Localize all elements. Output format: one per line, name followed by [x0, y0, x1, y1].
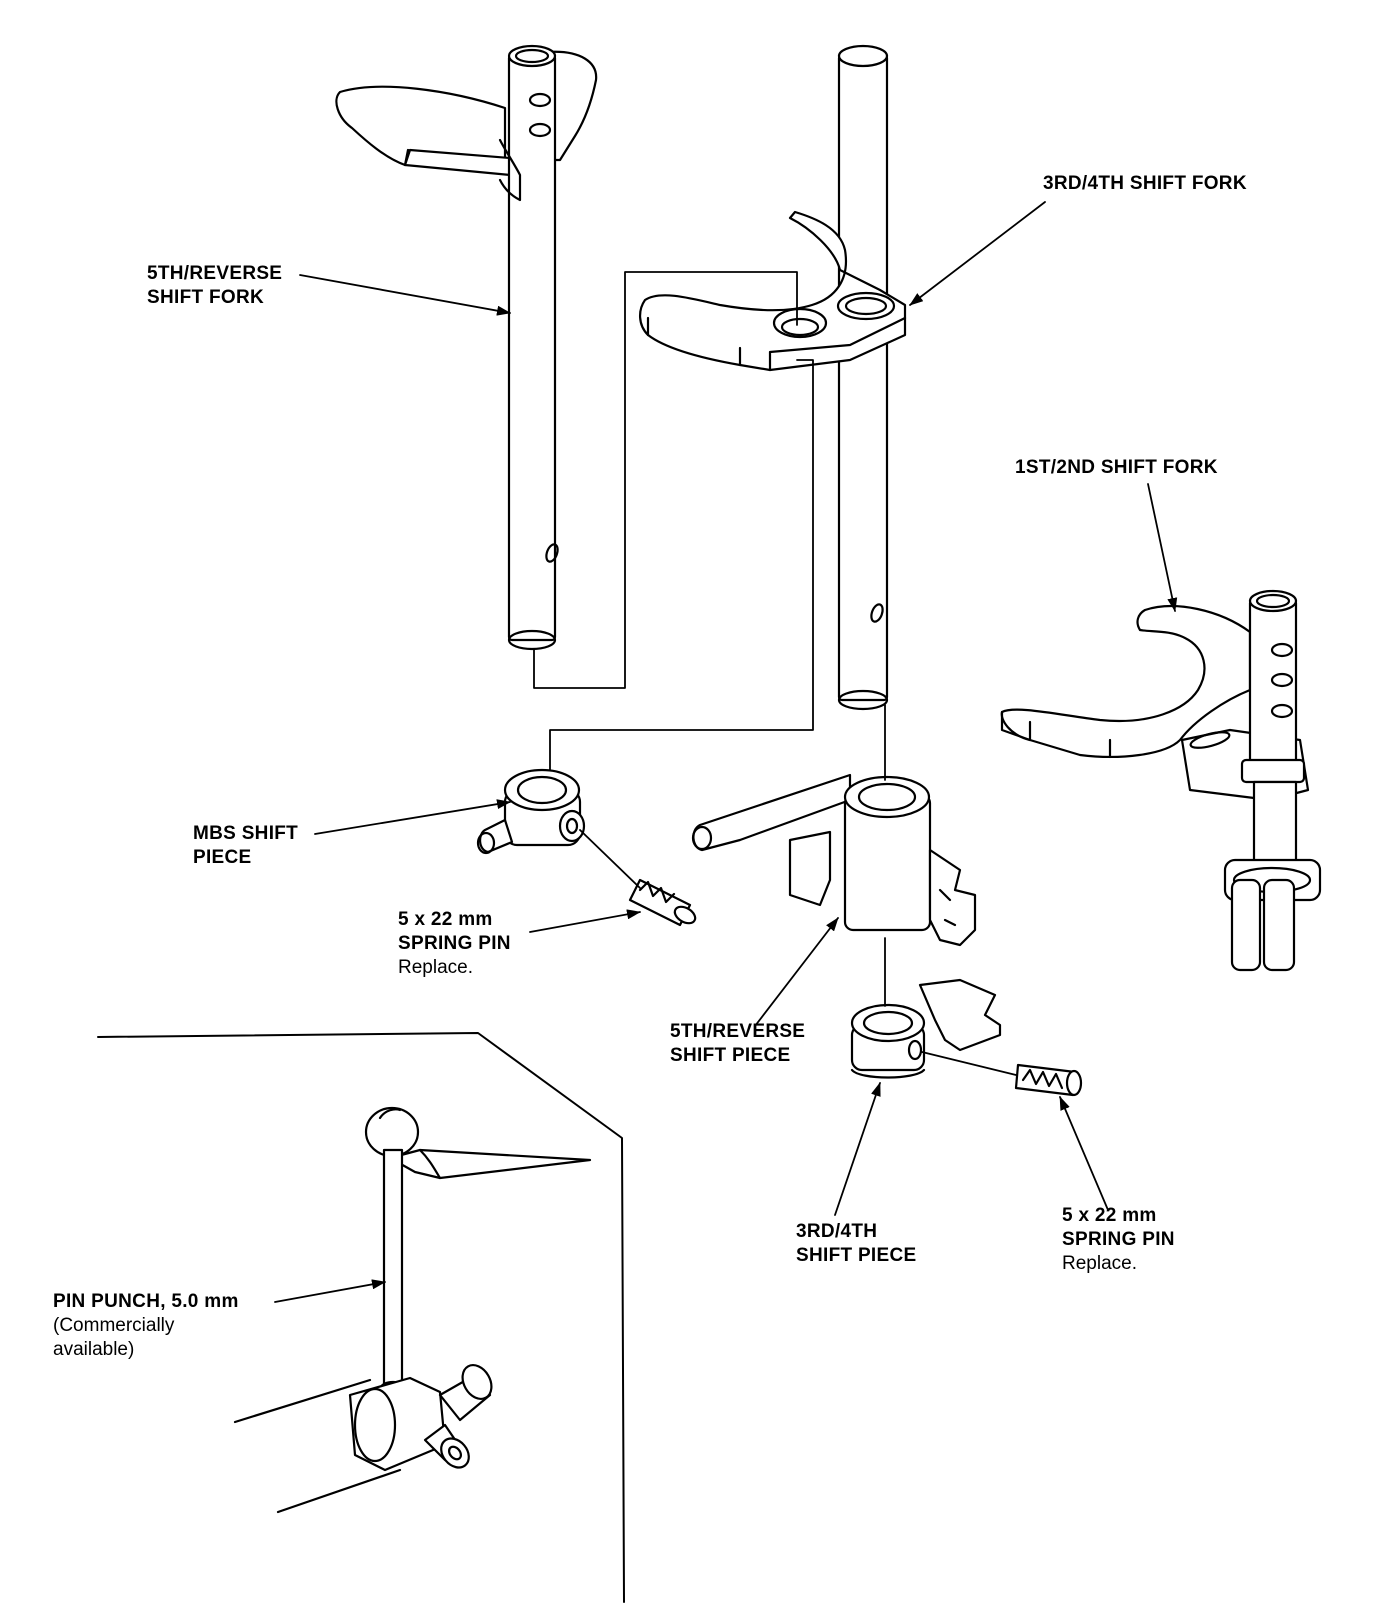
assembly-guide-lines: [533, 271, 1017, 1076]
label-line: SHIFT PIECE: [796, 1245, 917, 1266]
label-line: SPRING PIN: [1062, 1229, 1175, 1250]
spring-pin-left-part: [628, 878, 697, 927]
label-line: 3RD/4TH: [796, 1221, 878, 1242]
label-line: PIECE: [193, 847, 252, 868]
fifth-reverse-shift-fork-part: [335, 44, 598, 651]
label-note: Replace.: [1062, 1253, 1137, 1274]
label-line: PIN PUNCH, 5.0 mm: [53, 1291, 239, 1312]
spring-pin-right-part: [1014, 1063, 1083, 1097]
label-third-fourth-shift-piece: 3RD/4TH SHIFT PIECE: [796, 1220, 916, 1268]
label-first-second-shift-fork: 1ST/2ND SHIFT FORK: [1015, 456, 1218, 480]
label-fifth-reverse-shift-piece: 5TH/REVERSE SHIFT PIECE: [670, 1020, 805, 1068]
label-line: SHIFT FORK: [147, 287, 264, 308]
label-spring-pin-left: 5 x 22 mm SPRING PIN Replace.: [398, 908, 511, 980]
label-spring-pin-right: 5 x 22 mm SPRING PIN Replace.: [1062, 1204, 1175, 1276]
label-note: Replace.: [398, 957, 473, 978]
label-line: 1ST/2ND SHIFT FORK: [1015, 457, 1218, 478]
leader-arrows: [274, 201, 1178, 1303]
label-line: available): [53, 1339, 135, 1360]
third-fourth-shift-piece-part: [850, 978, 1002, 1079]
mbs-shift-piece-part: [476, 768, 586, 855]
label-fifth-reverse-shift-fork: 5TH/REVERSE SHIFT FORK: [147, 262, 282, 310]
label-line: SPRING PIN: [398, 933, 511, 954]
label-third-fourth-shift-fork: 3RD/4TH SHIFT FORK: [1043, 172, 1247, 196]
first-second-shift-fork-part: [1000, 589, 1322, 972]
label-line: MBS SHIFT: [193, 823, 299, 844]
label-line: 5TH/REVERSE: [670, 1021, 806, 1042]
label-pin-punch: PIN PUNCH, 5.0 mm (Commercially availabl…: [53, 1290, 239, 1362]
label-line: SHIFT PIECE: [670, 1045, 791, 1066]
label-line: 3RD/4TH SHIFT FORK: [1043, 173, 1247, 194]
label-line: 5 x 22 mm: [1062, 1205, 1157, 1226]
third-fourth-shift-fork-part: [639, 44, 907, 711]
label-mbs-shift-piece: MBS SHIFT PIECE: [193, 822, 298, 870]
label-line: 5 x 22 mm: [398, 909, 493, 930]
label-line: 5TH/REVERSE: [147, 263, 283, 284]
label-line: (Commercially: [53, 1315, 175, 1336]
pin-punch-inset: [97, 1032, 625, 1603]
fifth-reverse-shift-piece-part: [691, 773, 977, 947]
